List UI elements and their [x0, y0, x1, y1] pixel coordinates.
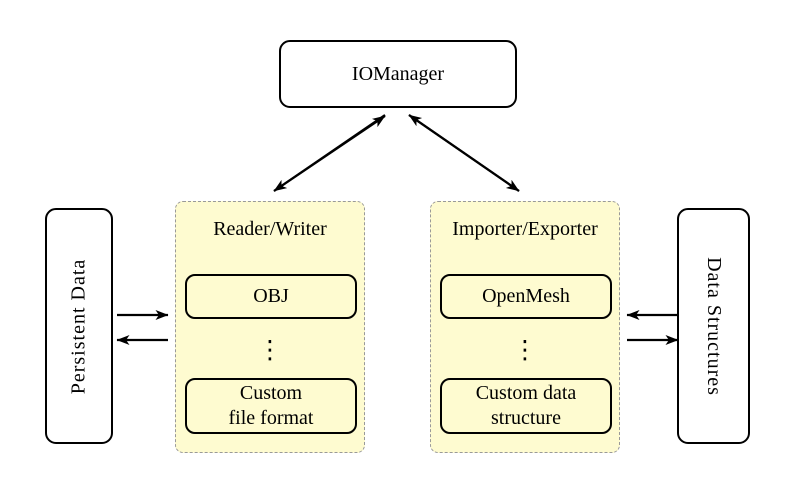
- custom-file-format-line2: file format: [228, 407, 314, 429]
- group-title: Reader/Writer: [213, 218, 327, 240]
- node-openmesh: OpenMesh: [440, 274, 612, 319]
- vertical-ellipsis-icon: ⋮: [512, 335, 538, 364]
- arrow-importerexporter-iomanager: [408, 114, 520, 192]
- node-obj: OBJ: [185, 274, 357, 319]
- group-reader-writer: Reader/Writer OBJ ⋮ Custom file format: [175, 201, 365, 453]
- node-custom-file-format: Custom file format: [185, 378, 357, 434]
- arrow-readerwriter-iomanager: [273, 115, 386, 192]
- group-importer-exporter: Importer/Exporter OpenMesh ⋮ Custom data…: [430, 201, 620, 453]
- arrow-iomanager-readerwriter: [273, 114, 386, 192]
- openmesh-label: OpenMesh: [482, 285, 570, 307]
- node-data-structures: Data Structures: [677, 208, 750, 444]
- group-title: Importer/Exporter: [452, 218, 598, 240]
- vertical-ellipsis-icon: ⋮: [257, 335, 283, 364]
- custom-data-structure-line2: structure: [491, 407, 561, 429]
- node-custom-data-structure: Custom data structure: [440, 378, 612, 434]
- iomanager-label: IOManager: [351, 62, 445, 85]
- data-structures-label: Data Structures: [703, 256, 726, 396]
- persistent-data-label: Persistent Data: [67, 258, 90, 394]
- custom-file-format-line1: Custom: [239, 382, 303, 404]
- node-iomanager: IOManager: [279, 40, 517, 108]
- arrow-iomanager-importerexporter: [408, 114, 520, 192]
- obj-label: OBJ: [253, 285, 289, 307]
- node-persistent-data: Persistent Data: [45, 208, 113, 444]
- custom-data-structure-line1: Custom data: [475, 382, 577, 404]
